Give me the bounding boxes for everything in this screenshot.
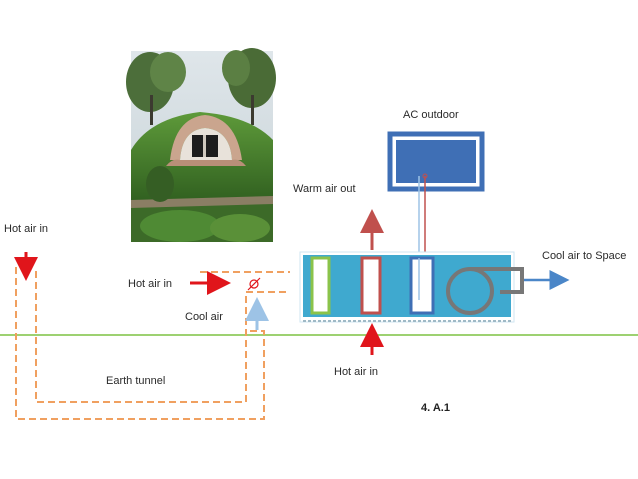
filter-element bbox=[310, 256, 331, 315]
air-handling-unit bbox=[299, 251, 524, 323]
earth-tunnel-label: Earth tunnel bbox=[106, 375, 165, 387]
warm-air-out-label: Warm air out bbox=[293, 183, 356, 195]
figure-id: 4. A.1 bbox=[421, 402, 450, 414]
hot-air-in-bottom-label: Hot air in bbox=[334, 366, 378, 378]
condenser-coil bbox=[360, 256, 382, 315]
cool-air-to-space-label: Cool air to Space bbox=[542, 250, 626, 262]
damper-icon bbox=[247, 277, 261, 291]
cool-air-label: Cool air bbox=[185, 311, 223, 323]
earth-house-photo bbox=[126, 48, 276, 242]
hot-air-in-mid-label: Hot air in bbox=[128, 278, 172, 290]
hot-air-in-left-label: Hot air in bbox=[4, 223, 48, 235]
fan-icon bbox=[446, 267, 524, 315]
ac-outdoor-label: AC outdoor bbox=[403, 109, 459, 121]
evaporator-coil bbox=[409, 256, 435, 315]
ac-outdoor-unit bbox=[387, 131, 485, 192]
